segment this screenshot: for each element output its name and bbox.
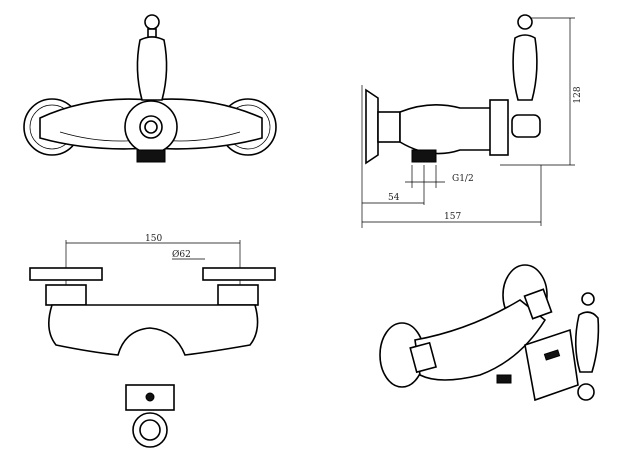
iso-handle-knob [581, 292, 595, 306]
left-top-nut [45, 284, 87, 306]
outlet-distance-label: 54 [388, 193, 400, 203]
wall-flange [365, 88, 379, 165]
left-top-flange [29, 267, 103, 281]
side-outlet [411, 149, 437, 163]
side-body [399, 104, 501, 155]
side-view: 128 G1/2 54 157 [361, 14, 583, 228]
porcelain-lever [136, 36, 168, 101]
right-top-flange [202, 267, 276, 281]
height-label: 128 [573, 86, 583, 103]
right-top-nut [217, 284, 259, 306]
handle-knob [144, 14, 160, 30]
outlet-nut [136, 149, 166, 163]
aerator [132, 412, 168, 448]
side-nut [377, 111, 401, 143]
depth-label: 157 [444, 212, 461, 222]
flange-diameter-label: Ø62 [172, 249, 191, 260]
iso-porcelain-lever [574, 311, 600, 373]
centers-label: 150 [145, 234, 162, 244]
front-view [23, 14, 277, 163]
side-handle-knob [517, 14, 533, 30]
top-body [48, 304, 259, 356]
side-porcelain-lever [512, 34, 538, 101]
top-view: 150 Ø62 [29, 234, 276, 448]
iso-valve-housing [524, 328, 579, 402]
isometric-view [379, 264, 600, 402]
thread-label: G1/2 [452, 174, 474, 184]
